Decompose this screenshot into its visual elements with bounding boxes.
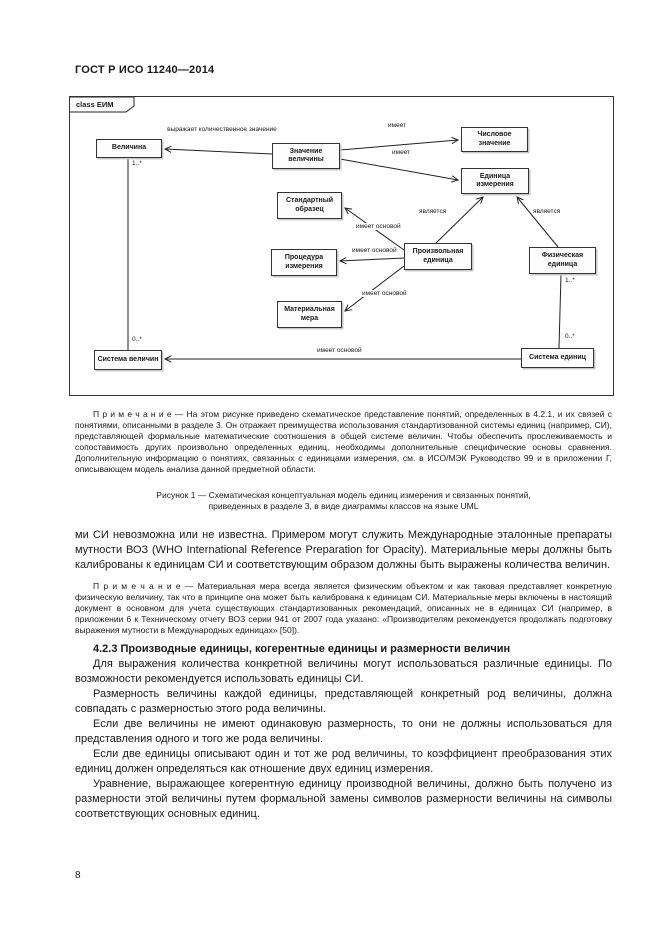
- edge-label-has: имеет: [392, 149, 411, 157]
- uml-class-numerical-value: Числовое значение: [461, 127, 528, 152]
- frame-tab-outline: [70, 97, 135, 113]
- body-text: ми СИ невозможна или не известна. Пример…: [75, 528, 612, 822]
- edge-label-has-basis: имеет основой: [317, 347, 362, 355]
- diagram-connectors: [70, 97, 562, 363]
- page-number: 8: [75, 870, 81, 881]
- uml-class-quantity-value: Значение величины: [272, 143, 340, 169]
- page-content: ГОСТ Р ИСО 11240—2014: [69, 64, 614, 822]
- multiplicity-label: 0..*: [132, 336, 142, 343]
- edge-label-expresses-quantitative-value: выражает количественное значение: [166, 126, 278, 134]
- multiplicity-label: 1..*: [565, 277, 575, 284]
- paragraph: Если две единицы описывают один и тот же…: [75, 748, 612, 775]
- section-heading-4-2-3: 4.2.3 Производные единицы, когерентные е…: [93, 643, 511, 655]
- edge-label-has: имеет: [388, 122, 407, 130]
- paragraph: Размерность величины каждой единицы, пре…: [75, 688, 612, 715]
- edge-label-is: является: [419, 208, 447, 216]
- paragraph: Для выражения количества конкретной вели…: [75, 658, 612, 685]
- figure-note: П р и м е ч а н и е — На этом рисунке пр…: [75, 409, 612, 474]
- uml-class-physical-unit: Физическая единица: [529, 247, 596, 274]
- uml-class-system-of-units: Система единиц: [521, 348, 594, 368]
- edge-label-has-basis: имеет основой: [356, 223, 401, 231]
- diagram-frame-label: class ЕИМ: [76, 100, 114, 109]
- document-header: ГОСТ Р ИСО 11240—2014: [75, 64, 215, 76]
- paragraph-continuation: ми СИ невозможна или не известна. Пример…: [75, 529, 612, 571]
- uml-class-arbitrary-unit: Произвольная единица: [404, 243, 472, 270]
- edge-label-has-basis: имеет основой: [362, 290, 407, 298]
- multiplicity-label: 1..*: [132, 160, 142, 167]
- edge-label-has-basis: имеет основой: [352, 247, 397, 255]
- uml-diagram-frame: class ЕИМ Величина Значение величины Чис…: [69, 96, 614, 396]
- uml-class-system-of-quantities: Система величин: [94, 350, 162, 370]
- uml-class-material-measure: Материальная мера: [277, 301, 342, 328]
- paragraph: Уравнение, выражающее когерентную единиц…: [75, 778, 612, 820]
- uml-class-quantity: Величина: [96, 139, 162, 158]
- multiplicity-label: 0..*: [565, 333, 575, 340]
- edge-label-is: является: [533, 208, 561, 216]
- uml-class-unit-of-measurement: Единица измерения: [461, 168, 529, 194]
- figure-caption: Рисунок 1 — Схематическая концептуальная…: [156, 490, 531, 511]
- uml-class-standard-sample: Стандартный образец: [277, 192, 342, 219]
- body-note: П р и м е ч а н и е — Материальная мера …: [75, 581, 612, 635]
- uml-class-measurement-procedure: Процедура измерения: [271, 249, 337, 276]
- paragraph: Если две величины не имеют одинаковую ра…: [75, 718, 612, 745]
